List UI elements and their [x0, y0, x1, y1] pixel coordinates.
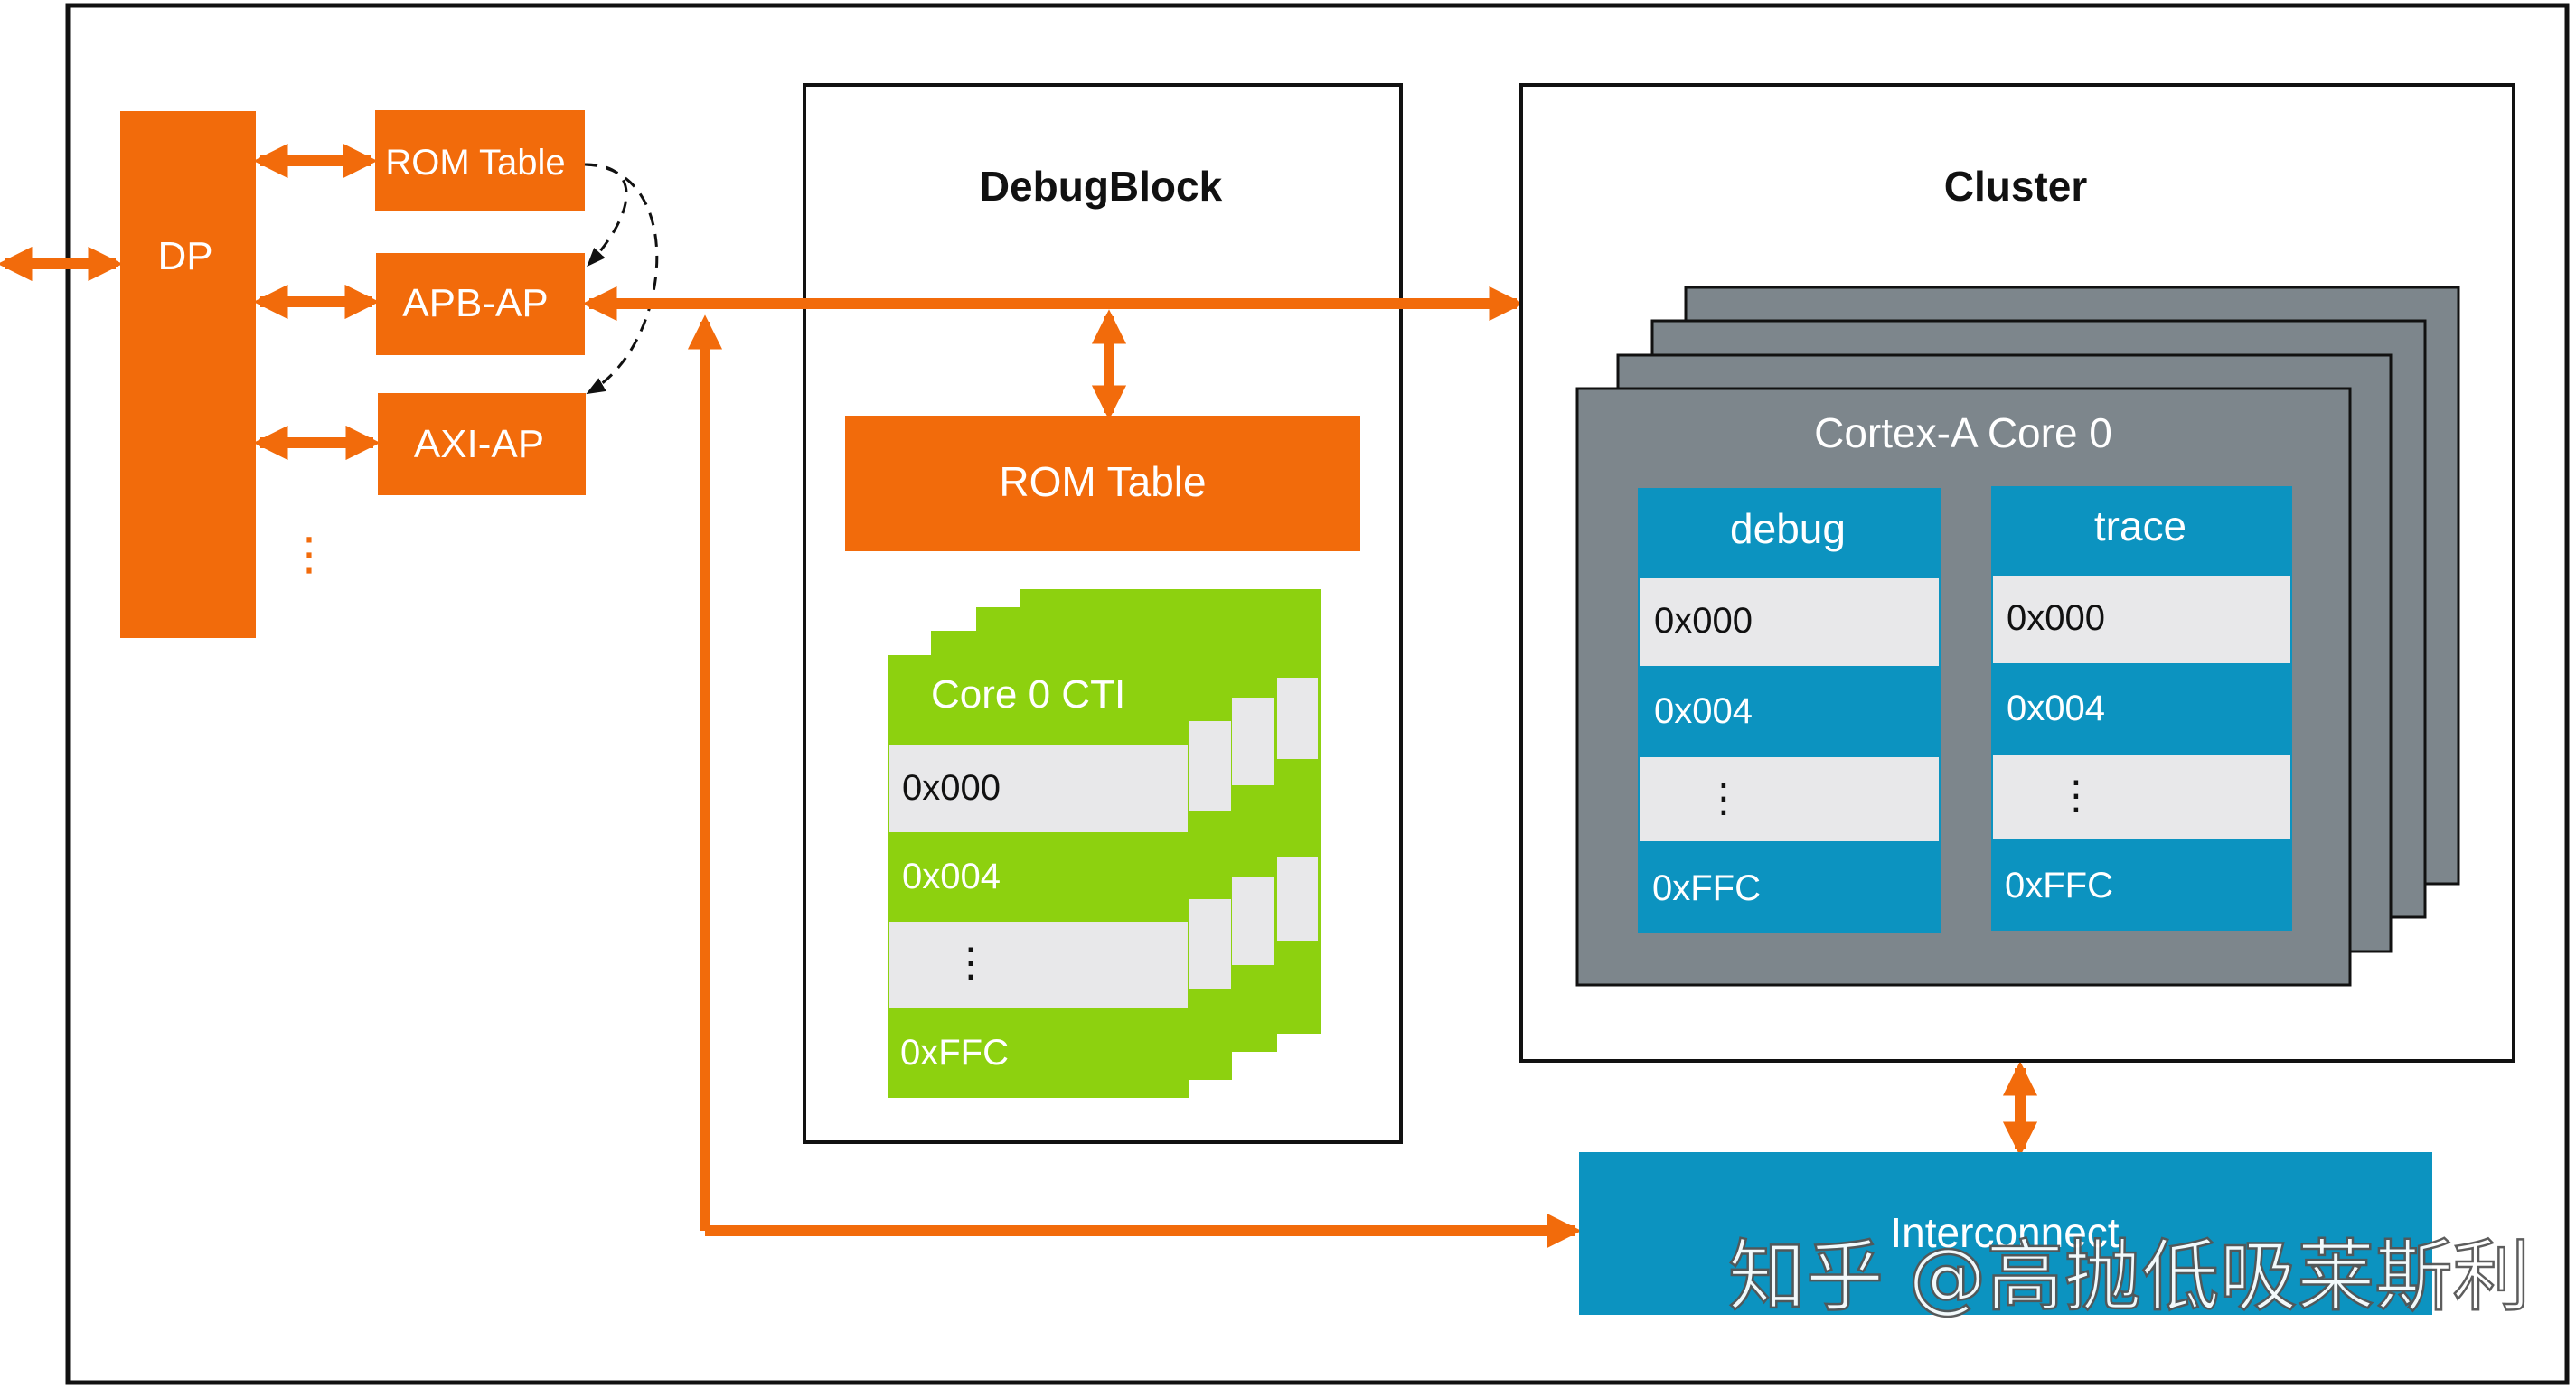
ap-rom-table-label: ROM Table [385, 143, 565, 183]
debugblock-rom-table-label: ROM Table [999, 458, 1206, 505]
core-trace-row-3: 0xFFC [2005, 866, 2113, 905]
debugblock-frame [803, 83, 1403, 1144]
dp-block [120, 111, 256, 638]
core-debug-row-1: 0x004 [1654, 691, 1753, 731]
core-trace-row-2: ⋮ [2056, 774, 2096, 818]
cti-row-2: ⋮ [951, 941, 991, 985]
interconnect-label: Interconnect [1890, 1209, 2119, 1256]
core-debug-panel [1638, 488, 1941, 933]
interconnect-bus [700, 325, 1575, 1236]
apb-ap-label: APB-AP [402, 281, 548, 325]
interconnect-block [1579, 1152, 2432, 1315]
rom-to-apb-pointer [584, 163, 628, 267]
core-debug-row-2-bg [1640, 757, 1939, 841]
cti-front-card [888, 655, 1189, 1098]
rom-to-axi-pointer [584, 163, 659, 395]
core-0-title: Cortex-A Core 0 [1814, 409, 2112, 456]
core-debug-row-2: ⋮ [1704, 776, 1744, 821]
more-aps-ellipsis: ⋮ [287, 529, 332, 579]
core-debug-row-3: 0xFFC [1652, 868, 1761, 908]
watermark-text: 知乎 @高抛低吸莱斯利 [1728, 1232, 2530, 1322]
cti-row-2-bg [889, 922, 1188, 1008]
core-trace-row-0: 0x000 [2007, 598, 2105, 638]
core-debug-title: debug [1730, 505, 1846, 552]
core-debug-row-0-bg [1640, 578, 1939, 666]
core-trace-panel [1991, 486, 2292, 931]
core-trace-row-0-bg [1993, 576, 2290, 663]
apb-ap-block [376, 253, 585, 355]
cti-row-1: 0x004 [902, 857, 1001, 896]
axi-ap-block [378, 393, 586, 495]
cti-row-0: 0x000 [902, 768, 1001, 808]
core-trace-row-1: 0x004 [2007, 689, 2105, 728]
cti-row-3: 0xFFC [900, 1033, 1009, 1073]
debugblock-title: DebugBlock [980, 163, 1223, 210]
cti-row-0-bg [889, 745, 1188, 832]
ap-rom-table [375, 110, 585, 211]
axi-ap-label: AXI-AP [414, 422, 544, 466]
core-trace-row-2-bg [1993, 755, 2290, 839]
core-trace-title: trace [2094, 502, 2186, 549]
cti-title: Core 0 CTI [931, 672, 1125, 717]
dp-label: DP [157, 234, 212, 278]
debugblock-rom-table [845, 416, 1360, 551]
core-debug-row-0: 0x000 [1654, 601, 1753, 641]
cluster-title: Cluster [1944, 163, 2088, 210]
